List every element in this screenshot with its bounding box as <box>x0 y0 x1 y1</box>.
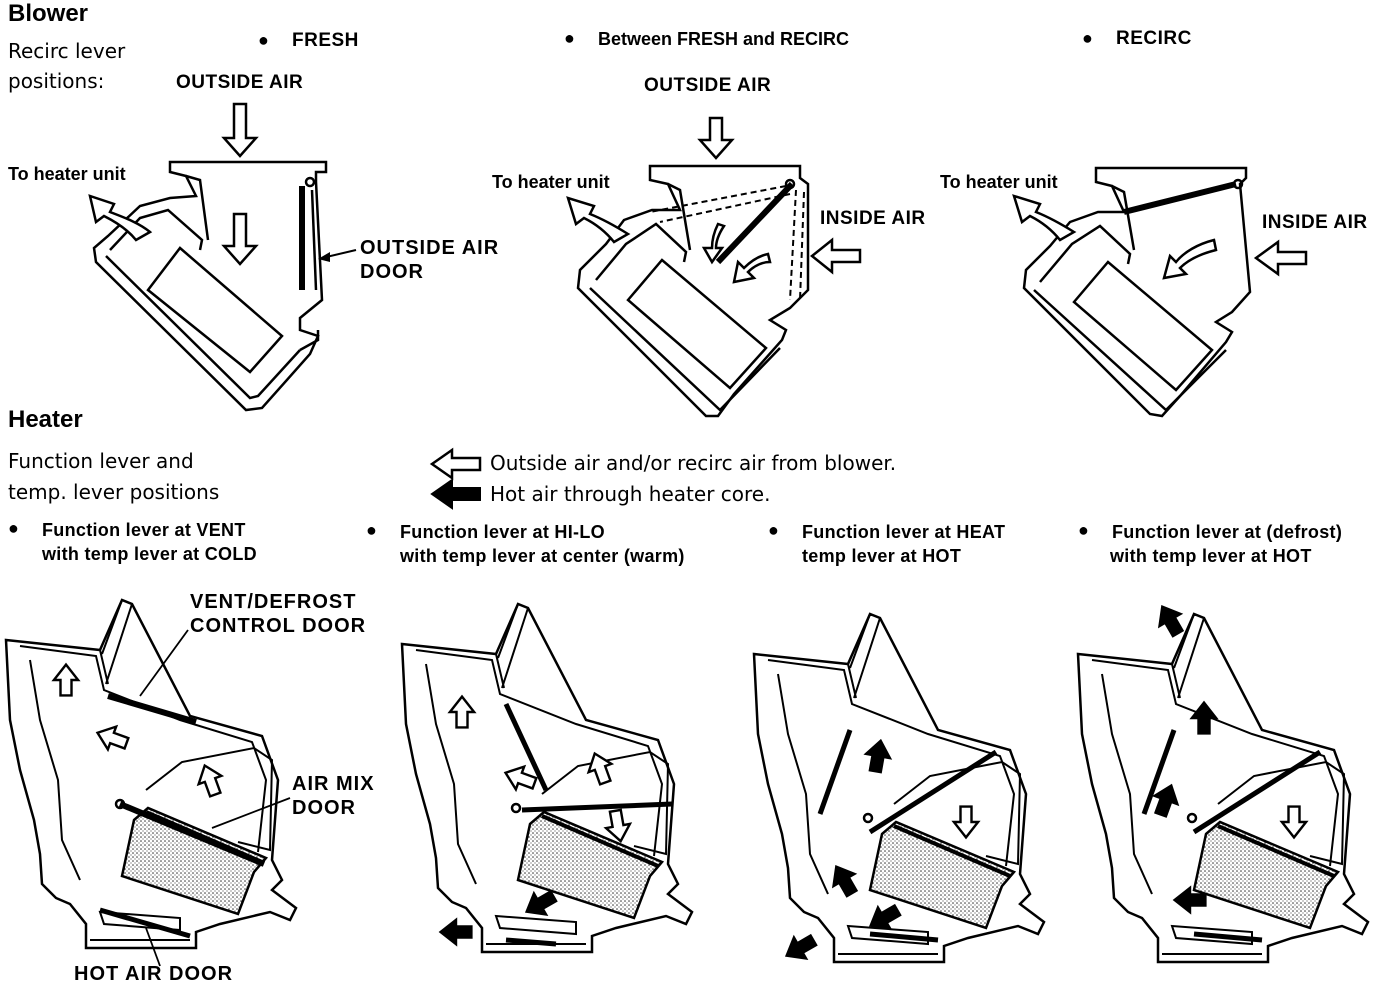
to-heater-unit-label: To heater unit <box>940 172 1058 192</box>
curved-arrow-icon <box>701 222 726 265</box>
defrost-hot-arrow-icon <box>1157 604 1185 638</box>
vent-arrow-icon <box>51 662 81 697</box>
inside-air-label: INSIDE AIR <box>820 208 926 229</box>
bullet-icon: ● <box>1078 520 1089 540</box>
heat-hot-arrow-icon <box>831 864 859 898</box>
heat-arrow-icon <box>951 805 981 840</box>
outside-air-label: OUTSIDE AIR <box>644 75 772 96</box>
outside-air-door-label-line2: DOOR <box>360 261 424 283</box>
to-heater-unit-label: To heater unit <box>8 164 126 184</box>
defrost-hot-arrow-icon <box>1172 885 1207 915</box>
hilo-arrow-icon <box>586 751 615 786</box>
heater-heat-caption-line1: Function lever at HEAT <box>802 522 1006 542</box>
hilo-arrow-icon <box>447 694 477 729</box>
heater-defrost-diagram <box>1076 612 1370 964</box>
inside-air-arrow-icon <box>1253 239 1308 277</box>
to-heater-arrow-icon <box>88 194 153 242</box>
heater-vent-diagram <box>4 598 298 950</box>
inside-air-label: INSIDE AIR <box>1262 212 1368 233</box>
callout-leader-line <box>145 927 161 967</box>
to-heater-arrow-icon <box>566 196 631 244</box>
vent-defrost-door-label-line2: CONTROL DOOR <box>190 615 367 637</box>
heater-defrost-caption-line2: with temp lever at HOT <box>1110 546 1312 566</box>
curved-arrow-icon <box>732 252 772 284</box>
heater-hilo-caption-line2: with temp lever at center (warm) <box>400 546 685 566</box>
heater-vent-caption-line1: Function lever at VENT <box>42 520 246 540</box>
bullet-icon: ● <box>564 28 575 48</box>
air-mix-door-label-line2: DOOR <box>292 797 356 819</box>
blower-recirc-diagram <box>1022 166 1252 418</box>
hilo-hot-arrow-icon <box>524 889 558 917</box>
heater-vent-caption-line2: with temp lever at COLD <box>42 544 257 564</box>
hilo-arrow-icon <box>503 764 538 793</box>
outside-air-arrow-icon <box>697 116 735 160</box>
function-subheading-line2: temp. lever positions <box>8 480 220 504</box>
legend-arrows <box>429 447 482 510</box>
blower-recirc-arrows <box>1012 194 1308 280</box>
heat-hot-arrow-icon <box>868 903 902 931</box>
hot-air-door-label: HOT AIR DOOR <box>74 963 234 985</box>
to-heater-arrow-icon <box>1012 194 1077 242</box>
position-fresh-label: FRESH <box>292 30 359 51</box>
air-mix-door-label-line1: AIR MIX <box>292 773 375 795</box>
defrost-hot-arrow-icon <box>1189 700 1219 735</box>
bullet-icon: ● <box>366 520 377 540</box>
inside-air-arrow-icon <box>809 237 862 275</box>
hilo-hot-arrow-icon <box>438 917 473 947</box>
defrost-arrow-icon <box>1279 805 1309 840</box>
blower-heading: Blower <box>8 0 89 27</box>
outside-air-arrow-icon <box>221 102 259 158</box>
outline-arrow-icon <box>429 447 482 481</box>
bullet-icon: ● <box>768 520 779 540</box>
heater-defrost-caption-line1: Function lever at (defrost) <box>1112 522 1343 542</box>
solid-arrow-icon <box>430 478 481 510</box>
heat-hot-arrow-icon <box>863 738 893 774</box>
heater-hilo-diagram <box>400 602 694 954</box>
legend-solid-label: Hot air through heater core. <box>490 482 771 506</box>
blower-between-diagram <box>576 164 810 418</box>
vent-arrow-icon <box>196 763 225 798</box>
function-subheading-line1: Function lever and <box>8 449 194 473</box>
bullet-icon: ● <box>1082 28 1093 48</box>
blower-fresh-arrows <box>88 102 259 266</box>
heat-hot-arrow-icon <box>784 933 818 961</box>
bullet-icon: ● <box>258 30 269 50</box>
callout-leader-line <box>139 629 189 697</box>
blower-between-arrows <box>566 116 862 284</box>
callout-leader-line <box>211 797 291 829</box>
vent-arrow-icon <box>95 724 130 753</box>
downflow-arrow-icon <box>221 212 259 266</box>
recirc-subheading-line1: Recirc lever <box>8 39 126 63</box>
heater-heading: Heater <box>8 406 83 433</box>
hilo-arrow-icon <box>603 808 633 844</box>
recirc-subheading-line2: positions: <box>8 69 105 93</box>
position-recirc-label: RECIRC <box>1116 28 1192 49</box>
blower-fresh-diagram <box>92 160 328 412</box>
curved-arrow-icon <box>1162 238 1218 280</box>
heater-heat-caption-line2: temp lever at HOT <box>802 546 962 566</box>
outside-air-label: OUTSIDE AIR <box>176 72 304 93</box>
to-heater-unit-label: To heater unit <box>492 172 610 192</box>
heater-hilo-caption-line1: Function lever at HI-LO <box>400 522 605 542</box>
vent-defrost-door-label-line1: VENT/DEFROST <box>190 591 357 613</box>
bullet-icon: ● <box>8 518 19 538</box>
defrost-hot-arrow-icon <box>1151 783 1180 818</box>
position-between-label: Between FRESH and RECIRC <box>598 29 850 49</box>
legend-outline-label: Outside air and/or recirc air from blowe… <box>490 451 897 475</box>
heater-heat-diagram <box>752 612 1046 964</box>
outside-air-door-label-line1: OUTSIDE AIR <box>360 237 500 259</box>
